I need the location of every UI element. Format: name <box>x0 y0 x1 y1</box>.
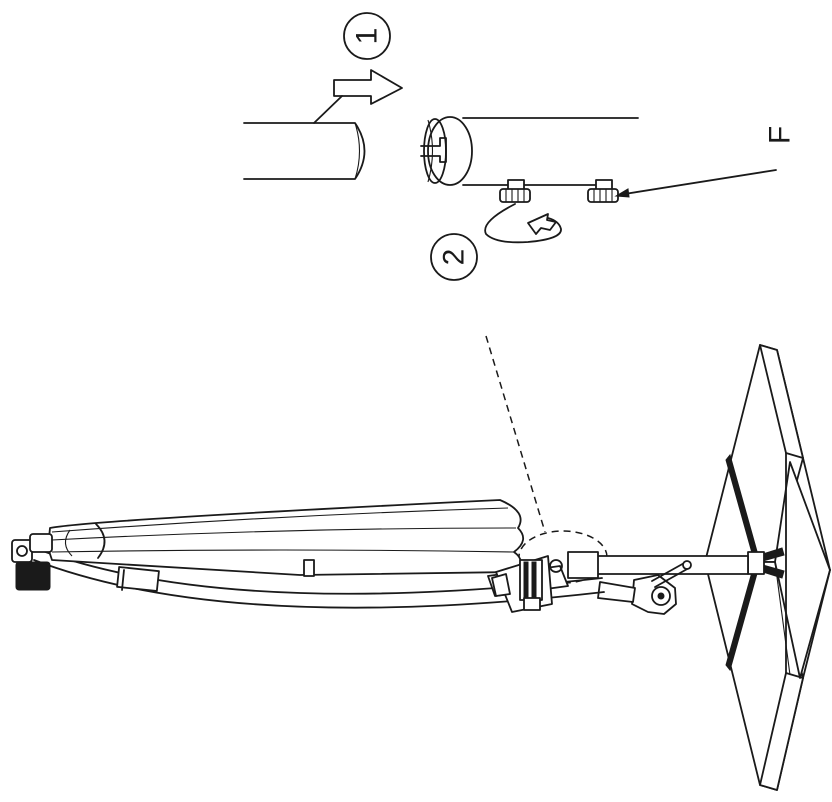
rotate-arrow-icon <box>484 203 562 244</box>
base-pole <box>567 551 749 579</box>
base-plates <box>704 344 831 791</box>
step-2-callout: 2 <box>430 233 478 281</box>
crank-handle <box>597 560 692 615</box>
step-2-label: 2 <box>438 249 471 266</box>
closed-canopy <box>47 499 524 577</box>
detail-guide-line <box>485 335 546 533</box>
lower-pole-segment <box>420 116 639 186</box>
canopy-tip-cap <box>11 533 53 591</box>
canopy-hub <box>491 555 563 613</box>
part-f-label: F <box>764 126 797 144</box>
thumb-screw-knob <box>499 179 531 203</box>
upper-pole-segment <box>243 122 366 180</box>
umbrella-assembly <box>11 344 831 791</box>
thumb-screw-f <box>587 179 619 203</box>
insert-arrow-icon <box>333 69 403 105</box>
step-1-callout: 1 <box>343 12 391 60</box>
pole-connection-detail <box>243 69 777 244</box>
step-1-label: 1 <box>351 28 384 45</box>
